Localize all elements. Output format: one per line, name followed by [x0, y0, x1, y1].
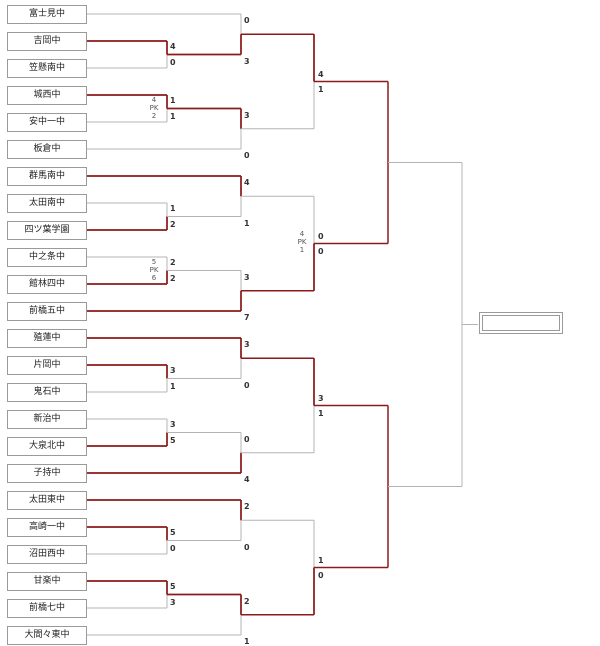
r2-score-top: 0 — [244, 434, 250, 444]
team-box: 四ツ葉学園 — [7, 221, 87, 240]
team-box: 中之条中 — [7, 248, 87, 267]
pk-top: 4 — [151, 96, 157, 104]
qf-score-top: 3 — [318, 393, 324, 403]
pk-label: PK — [149, 266, 159, 274]
team-box: 沼田西中 — [7, 545, 87, 564]
r2-score-top: 0 — [244, 16, 250, 25]
r1-score-top: 5 — [170, 582, 176, 591]
team-box: 殖蓮中 — [7, 329, 87, 348]
team-box: 鬼石中 — [7, 383, 87, 402]
team-box: 群馬南中 — [7, 167, 87, 186]
pk-bottom: 1 — [299, 246, 305, 254]
r1-score-bottom: 2 — [170, 273, 176, 283]
r1-score-top: 2 — [170, 258, 176, 267]
r2-score-top: 3 — [244, 340, 250, 349]
team-box: 子持中 — [7, 464, 87, 483]
r2-score-top: 2 — [244, 502, 250, 511]
team-box: 城西中 — [7, 86, 87, 105]
r1-score-bottom: 3 — [170, 597, 176, 607]
r1-score-bottom: 0 — [170, 57, 176, 67]
team-box: 片岡中 — [7, 356, 87, 375]
r1-score-bottom: 5 — [170, 435, 176, 445]
team-box: 安中一中 — [7, 113, 87, 132]
r1-score-top: 4 — [170, 42, 176, 51]
r1-score-bottom: 0 — [170, 543, 176, 553]
pk-top: 4 — [299, 230, 305, 238]
team-box: 太田南中 — [7, 194, 87, 213]
r2-score-top: 3 — [244, 110, 250, 120]
qf-score-top: 1 — [318, 555, 324, 565]
pk-top: 5 — [151, 258, 157, 266]
team-box: 前橋七中 — [7, 599, 87, 618]
team-box: 甘楽中 — [7, 572, 87, 591]
team-box: 館林四中 — [7, 275, 87, 294]
team-box: 太田東中 — [7, 491, 87, 510]
r1-score-top: 3 — [170, 366, 176, 375]
qf-score-top: 0 — [318, 231, 324, 241]
r2-score-top: 4 — [244, 178, 250, 187]
team-box: 富士見中 — [7, 5, 87, 24]
qf-score-top: 4 — [318, 69, 324, 79]
team-box: 大泉北中 — [7, 437, 87, 456]
r2-score-bottom: 0 — [244, 542, 250, 552]
team-box: 吉岡中 — [7, 32, 87, 51]
r1-score-bottom: 1 — [170, 381, 176, 391]
pk-bottom: 2 — [151, 112, 157, 120]
team-box: 大間々東中 — [7, 626, 87, 645]
r1-score-top: 3 — [170, 420, 176, 429]
r1-score-top: 1 — [170, 204, 176, 213]
team-box: 板倉中 — [7, 140, 87, 159]
r2-score-top: 3 — [244, 272, 250, 282]
team-box: 前橋五中 — [7, 302, 87, 321]
r1-score-bottom: 1 — [170, 111, 176, 121]
pk-bottom: 6 — [151, 274, 157, 282]
r2-score-bottom: 0 — [244, 151, 250, 160]
r2-score-bottom: 1 — [244, 218, 250, 228]
r2-score-bottom: 3 — [244, 56, 250, 66]
r2-score-bottom: 0 — [244, 380, 250, 390]
champion-box — [479, 312, 563, 334]
qf-score-bottom: 0 — [318, 246, 324, 256]
r1-score-top: 5 — [170, 528, 176, 537]
champion-name — [482, 315, 560, 331]
r2-score-bottom: 4 — [244, 475, 250, 484]
pk-label: PK — [149, 104, 159, 112]
qf-score-bottom: 1 — [318, 408, 324, 418]
team-box: 高崎一中 — [7, 518, 87, 537]
r1-score-bottom: 2 — [170, 219, 176, 229]
team-box: 笠懸南中 — [7, 59, 87, 78]
qf-score-bottom: 0 — [318, 570, 324, 580]
r1-score-top: 1 — [170, 96, 176, 105]
pk-label: PK — [297, 238, 307, 246]
team-box: 新治中 — [7, 410, 87, 429]
r2-score-bottom: 7 — [244, 313, 250, 322]
r2-score-top: 2 — [244, 596, 250, 606]
qf-score-bottom: 1 — [318, 84, 324, 94]
